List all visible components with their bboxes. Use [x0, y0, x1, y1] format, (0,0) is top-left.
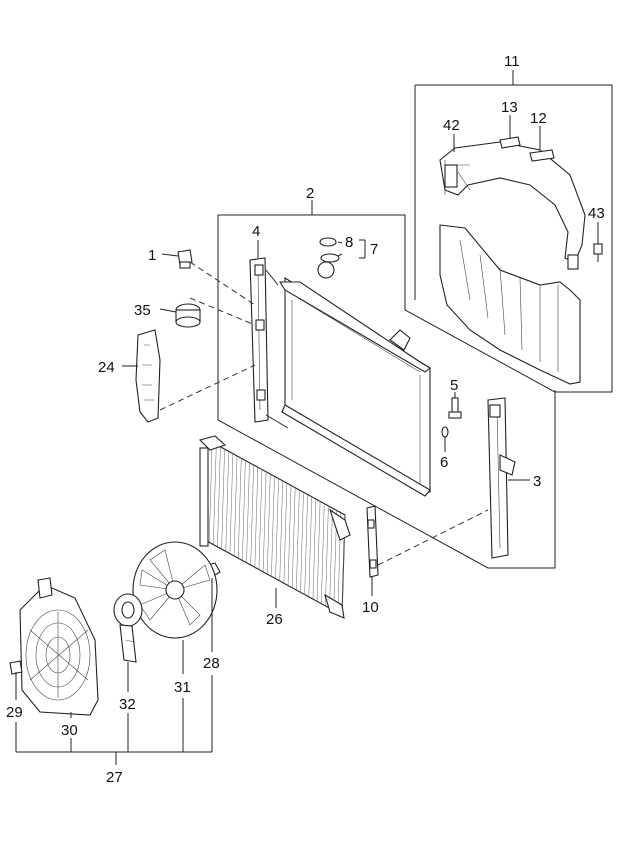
callout-4: 4 [252, 223, 260, 240]
drain-plug [441, 397, 462, 438]
shroud-group-box [414, 70, 613, 393]
callout-3: 3 [533, 473, 541, 490]
condenser-fin [242, 460, 246, 561]
callout-30: 30 [61, 722, 78, 739]
nut-29 [9, 660, 23, 675]
condenser-fin [320, 503, 325, 604]
radiator-group-box [217, 200, 556, 569]
callout-2: 2 [306, 185, 314, 202]
radiator [279, 237, 431, 497]
callout-32: 32 [119, 696, 136, 713]
condenser-fin [254, 467, 259, 568]
leader-lines [15, 134, 530, 718]
callout-7: 7 [370, 241, 378, 258]
seal-24 [135, 329, 161, 423]
condenser-fin [296, 489, 300, 591]
condenser-fin [213, 444, 217, 545]
condenser-fin [304, 494, 308, 595]
condenser-fin [221, 449, 225, 550]
callout-10: 10 [362, 599, 379, 616]
callout-8: 8 [345, 234, 353, 251]
bracket-left [249, 257, 269, 423]
callout-5: 5 [450, 377, 458, 394]
condenser-fin [300, 492, 304, 593]
condenser-fin [262, 471, 267, 572]
condenser [198, 435, 351, 619]
callout-43: 43 [588, 205, 605, 222]
callout-42: 42 [443, 117, 460, 134]
condenser-fin [287, 485, 292, 586]
condenser-fin [308, 496, 313, 597]
condenser-fin [325, 505, 329, 606]
bracket-10 [366, 505, 379, 578]
condenser-fin [237, 458, 242, 559]
condenser-fin [208, 442, 213, 543]
fan-shroud [439, 141, 586, 385]
insulator-35 [175, 303, 201, 328]
shroud-bolt [593, 222, 603, 262]
callout-27: 27 [106, 769, 123, 786]
assembly-lines [159, 261, 489, 566]
fan-motor [113, 593, 143, 663]
condenser-fin [312, 499, 317, 600]
condenser-fin [275, 478, 279, 579]
callout-numbers: 1 2 3 4 5 6 7 8 10 11 12 13 24 26 27 28 … [6, 53, 605, 786]
condenser-fin [246, 462, 250, 563]
fan-shroud-30 [19, 577, 99, 716]
condenser-fin [250, 464, 254, 566]
condenser-fin [267, 474, 271, 575]
callout-26: 26 [266, 611, 283, 628]
condenser-fin [316, 501, 321, 602]
condenser-fin [258, 469, 263, 570]
labels-12-13 [499, 115, 555, 162]
callout-31: 31 [174, 679, 191, 696]
condenser-fin [329, 508, 333, 609]
callout-29: 29 [6, 704, 23, 721]
condenser-fin [283, 483, 288, 584]
callout-13: 13 [501, 99, 518, 116]
callout-27-bracket [15, 675, 213, 765]
callout-12: 12 [530, 110, 547, 127]
callout-11: 11 [504, 53, 520, 70]
condenser-fin [279, 480, 283, 581]
fan-blade [132, 541, 218, 639]
condenser-fin [225, 451, 230, 552]
callout-1: 1 [148, 247, 156, 264]
nut-1 [177, 249, 193, 269]
condenser-fin [271, 476, 275, 577]
callout-24: 24 [98, 359, 115, 376]
callout-35: 35 [134, 302, 151, 319]
condenser-fin [291, 487, 296, 588]
callout-6: 6 [440, 454, 448, 471]
condenser-fin [217, 446, 221, 547]
condenser-fin [229, 453, 234, 554]
bracket-right [487, 397, 516, 559]
callout-28: 28 [203, 655, 220, 672]
condenser-fin [233, 455, 238, 556]
